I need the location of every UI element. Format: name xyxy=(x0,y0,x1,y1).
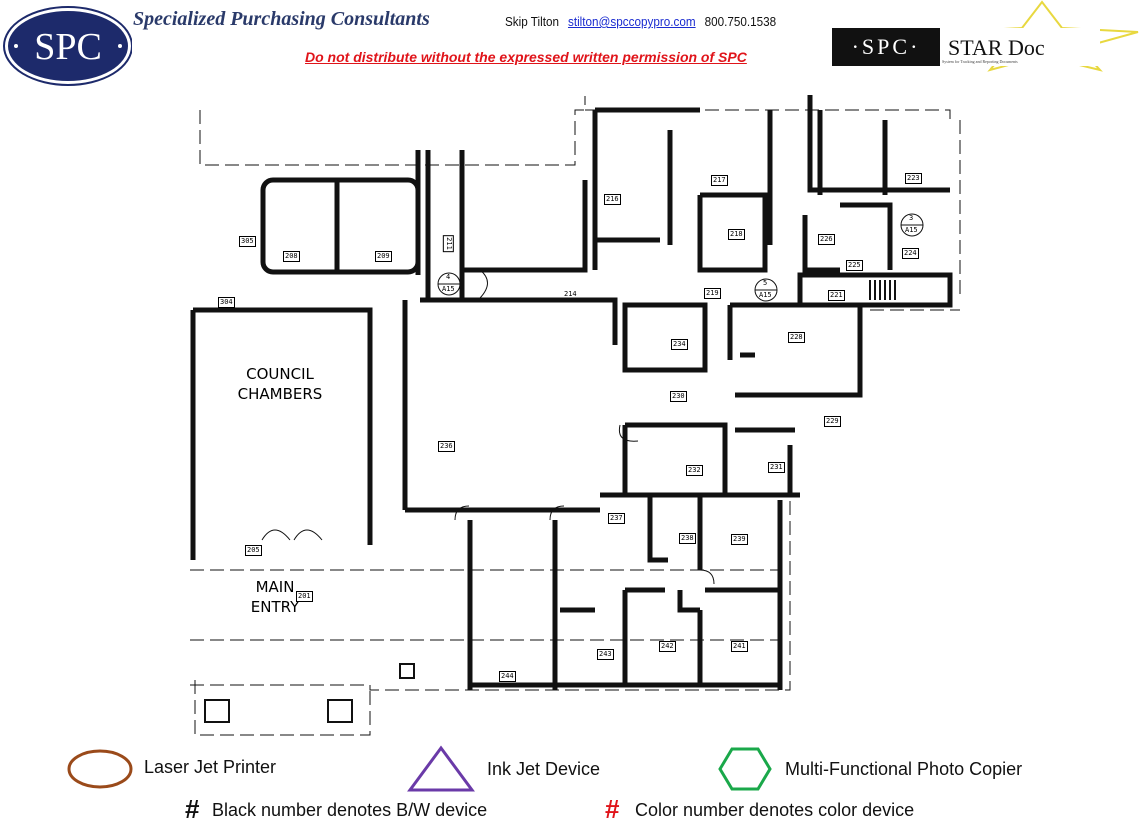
room-label: 221 xyxy=(828,290,845,301)
legend-bw-note: Black number denotes B/W device xyxy=(212,800,488,820)
room-label: 232 xyxy=(686,465,703,476)
contact-email-link[interactable]: stilton@spccopypro.com xyxy=(567,14,696,29)
callout-sheet: A15 xyxy=(759,291,772,299)
room-label: 234 xyxy=(671,339,688,350)
walls xyxy=(190,95,953,690)
room-label: 208 xyxy=(283,251,300,262)
svg-text:System for Tracking and Report: System for Tracking and Reporting Docume… xyxy=(942,59,1018,64)
company-name: Specialized Purchasing Consultants xyxy=(133,8,430,30)
stairs xyxy=(204,280,896,723)
callout-number: 5 xyxy=(763,279,768,287)
exterior-outline xyxy=(190,96,961,736)
contact-phone: 800.750.1538 xyxy=(704,14,777,29)
room-label: 214 xyxy=(564,290,577,298)
door-swings xyxy=(261,269,715,585)
room-label: 228 xyxy=(788,332,805,343)
legend-symbols xyxy=(67,745,772,792)
room-label: 236 xyxy=(438,441,455,452)
callout-markers xyxy=(437,213,924,302)
room-label: 201 xyxy=(296,591,313,602)
room-label: 216 xyxy=(604,194,621,205)
contact-name: Skip Tilton xyxy=(505,14,559,29)
callout-sheet: A15 xyxy=(442,285,455,293)
room-label: 217 xyxy=(711,175,728,186)
callout-sheet: A15 xyxy=(905,226,918,234)
spc-logo: SPC xyxy=(3,6,132,86)
room-label: 224 xyxy=(902,248,919,259)
room-label: 225 xyxy=(846,260,863,271)
room-label: 230 xyxy=(670,391,687,402)
room-label: 211 xyxy=(442,235,454,252)
legend-mfp: Multi-Functional Photo Copier xyxy=(785,759,1023,779)
svg-text:SPC: SPC xyxy=(34,26,102,68)
legend-color-note: Color number denotes color device xyxy=(635,800,915,820)
bw-hash-symbol: # xyxy=(185,794,200,824)
room-label: 237 xyxy=(608,513,625,524)
legend-inkjet: Ink Jet Device xyxy=(487,759,601,779)
room-label: 243 xyxy=(597,649,614,660)
room-label: 209 xyxy=(375,251,392,262)
svg-text:STAR Doc: STAR Doc xyxy=(948,35,1045,60)
room-label: 231 xyxy=(768,462,785,473)
legend-laser: Laser Jet Printer xyxy=(144,757,277,777)
room-label: 223 xyxy=(905,173,922,184)
room-label: 229 xyxy=(824,416,841,427)
room-label: 218 xyxy=(728,229,745,240)
color-hash-symbol: # xyxy=(605,794,620,824)
contact-info: Skip Tilton stilton@spccopypro.com 800.750… xyxy=(505,14,776,29)
room-label: 219 xyxy=(704,288,721,299)
room-label: 226 xyxy=(818,234,835,245)
inkjet-symbol xyxy=(407,745,475,792)
distribution-warning: Do not distribute without the expressed … xyxy=(305,49,747,65)
callout-number: 3 xyxy=(909,214,914,222)
room-label: 244 xyxy=(499,671,516,682)
room-label: 305 xyxy=(239,236,256,247)
room-label: 205 xyxy=(245,545,262,556)
callout-number: 4 xyxy=(446,273,451,281)
room-label: 239 xyxy=(731,534,748,545)
room-label: 304 xyxy=(218,297,235,308)
room-label: 238 xyxy=(679,533,696,544)
laser-printer-symbol xyxy=(67,749,133,789)
room-label: 242 xyxy=(659,641,676,652)
mfp-symbol xyxy=(718,747,772,791)
star-doc-logo: ·SPC· STAR Doc System for Tracking and R… xyxy=(832,0,1139,72)
room-label: 241 xyxy=(731,641,748,652)
svg-text:·SPC·: ·SPC· xyxy=(852,34,921,59)
